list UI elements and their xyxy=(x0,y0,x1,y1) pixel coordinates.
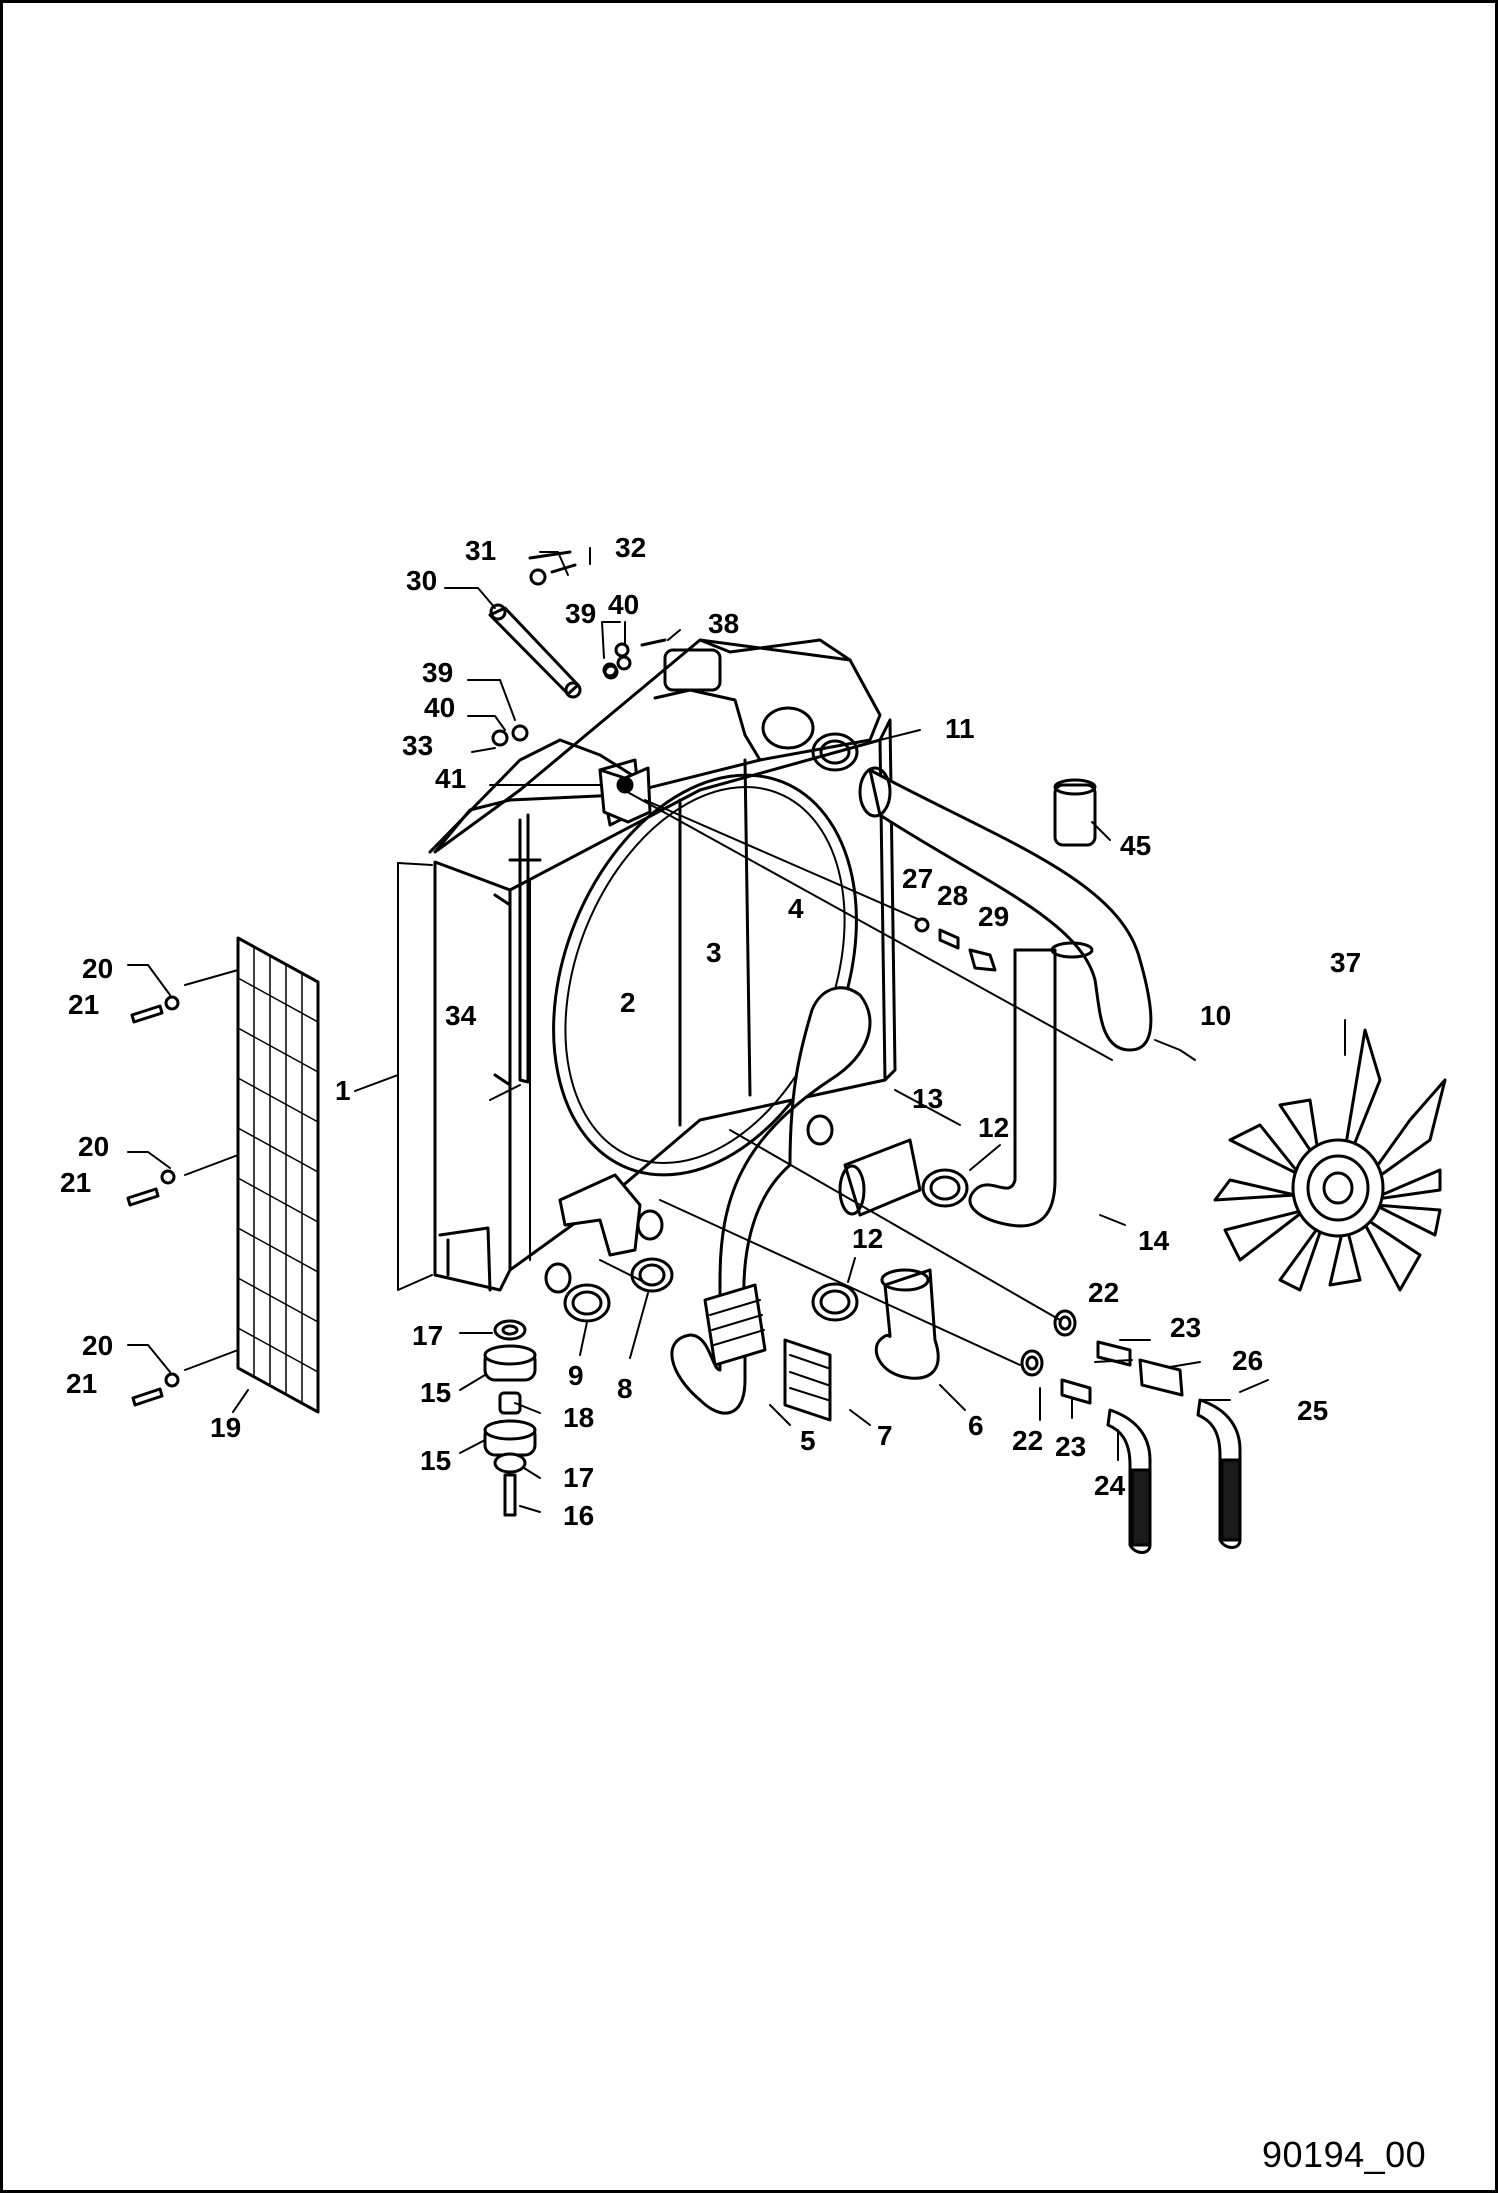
callout-labels: 1 2 3 4 5 6 7 8 9 10 11 12 12 13 14 15 1… xyxy=(60,532,1361,1531)
callout-13: 13 xyxy=(912,1083,943,1114)
callout-12b: 12 xyxy=(852,1223,883,1254)
callout-5: 5 xyxy=(800,1425,816,1456)
hose-clamps xyxy=(563,732,969,1323)
callout-22b: 22 xyxy=(1012,1425,1043,1456)
callout-39a: 39 xyxy=(565,598,596,629)
callout-1: 1 xyxy=(335,1075,351,1106)
callout-14: 14 xyxy=(1138,1225,1170,1256)
callout-26: 26 xyxy=(1232,1345,1263,1376)
callout-23a: 23 xyxy=(1170,1312,1201,1343)
callout-28: 28 xyxy=(937,880,968,911)
callout-45: 45 xyxy=(1120,830,1151,861)
callout-17a: 17 xyxy=(412,1320,443,1351)
callout-40a: 40 xyxy=(608,589,639,620)
callout-9: 9 xyxy=(568,1360,584,1391)
callout-32: 32 xyxy=(615,532,646,563)
upper-bracket-hardware xyxy=(488,550,667,824)
callout-20c: 20 xyxy=(82,1330,113,1361)
callout-40b: 40 xyxy=(424,692,455,723)
callout-21c: 21 xyxy=(66,1368,97,1399)
callout-37: 37 xyxy=(1330,947,1361,978)
callout-33: 33 xyxy=(402,730,433,761)
radiator-screen xyxy=(236,936,320,1414)
callout-18: 18 xyxy=(563,1402,594,1433)
callout-17b: 17 xyxy=(563,1462,594,1493)
callout-15a: 15 xyxy=(420,1377,451,1408)
upper-hose xyxy=(858,766,1153,1052)
callout-31: 31 xyxy=(465,535,496,566)
hydraulic-fittings xyxy=(914,917,1242,1554)
callout-12a: 12 xyxy=(978,1112,1009,1143)
callout-21b: 21 xyxy=(60,1167,91,1198)
callout-3: 3 xyxy=(706,937,722,968)
callout-22a: 22 xyxy=(1088,1277,1119,1308)
callout-7: 7 xyxy=(877,1420,893,1451)
cooling-fan xyxy=(1213,1028,1447,1292)
callout-41: 41 xyxy=(435,763,466,794)
callout-30: 30 xyxy=(406,565,437,596)
callout-8: 8 xyxy=(617,1373,633,1404)
drawing-number: 90194_00 xyxy=(1262,2134,1427,2175)
callout-16: 16 xyxy=(563,1500,594,1531)
leader-lines xyxy=(127,547,1346,1513)
lower-hose-14 xyxy=(968,941,1094,1228)
callout-34: 34 xyxy=(445,1000,477,1031)
callout-11: 11 xyxy=(945,713,975,744)
callout-20b: 20 xyxy=(78,1131,109,1162)
callout-6: 6 xyxy=(968,1410,984,1441)
callout-20a: 20 xyxy=(82,953,113,984)
elbows-6-13 xyxy=(838,1138,940,1380)
bellows-hoses xyxy=(703,1283,832,1422)
callout-10: 10 xyxy=(1200,1000,1231,1031)
callout-19: 19 xyxy=(210,1412,241,1443)
lower-mount-hardware xyxy=(483,1319,537,1517)
screen-bolts xyxy=(126,995,180,1407)
callout-39b: 39 xyxy=(422,657,453,688)
callout-25: 25 xyxy=(1297,1395,1328,1426)
callout-38: 38 xyxy=(708,608,739,639)
callout-21a: 21 xyxy=(68,989,99,1020)
callout-29: 29 xyxy=(978,901,1009,932)
callout-24: 24 xyxy=(1094,1470,1126,1501)
callout-2: 2 xyxy=(620,987,636,1018)
callout-15b: 15 xyxy=(420,1445,451,1476)
callout-27: 27 xyxy=(902,863,933,894)
callout-23b: 23 xyxy=(1055,1431,1086,1462)
callout-4: 4 xyxy=(788,893,804,924)
radiator-assembly xyxy=(428,638,897,1294)
